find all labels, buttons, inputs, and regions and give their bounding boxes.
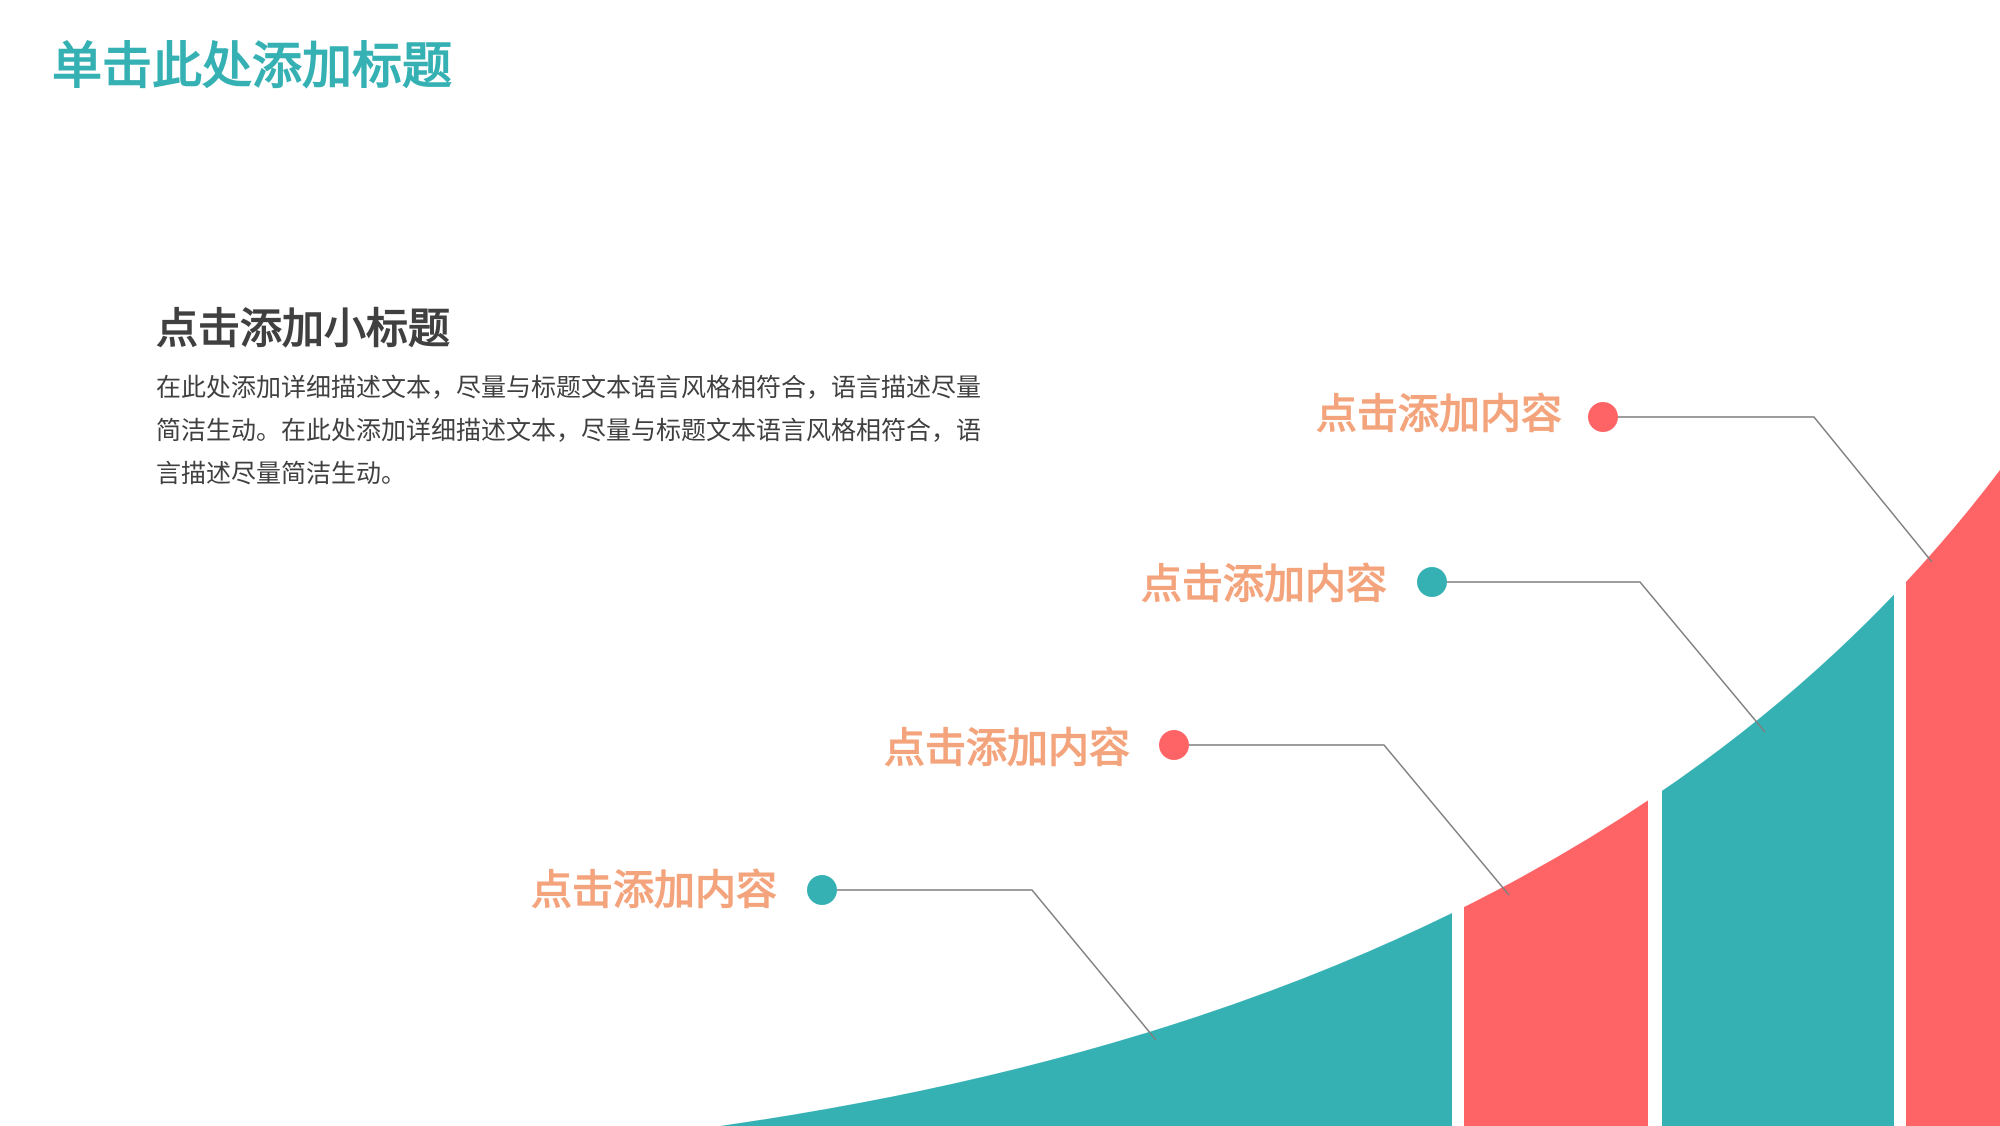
callout-4[interactable]: 点击添加内容 [1316, 390, 1618, 438]
callout-dot-2 [1159, 730, 1189, 760]
slide-title[interactable]: 单击此处添加标题 [52, 37, 452, 95]
connector-line-4 [1603, 416, 1933, 563]
callout-dot-3 [1417, 567, 1447, 597]
callout-3[interactable]: 点击添加内容 [1141, 560, 1447, 608]
subtitle[interactable]: 点击添加小标题 [156, 304, 451, 353]
growth-bar-3[interactable] [1662, 590, 1894, 1126]
callout-label-1[interactable]: 点击添加内容 [531, 866, 777, 914]
callout-label-2[interactable]: 点击添加内容 [884, 724, 1130, 772]
connector-line-1 [822, 889, 1157, 1041]
growth-bar-4[interactable] [1906, 440, 2000, 1126]
growth-bars [700, 440, 2000, 1126]
callout-label-3[interactable]: 点击添加内容 [1141, 560, 1387, 608]
connector-line-3 [1432, 581, 1766, 733]
callout-1[interactable]: 点击添加内容 [531, 866, 837, 914]
connector-lines [822, 416, 1933, 1041]
callout-dot-1 [807, 875, 837, 905]
connector-line-2 [1174, 744, 1510, 896]
growth-bar-1[interactable] [700, 900, 1452, 1126]
growth-bar-2[interactable] [1464, 780, 1648, 1126]
callout-2[interactable]: 点击添加内容 [884, 724, 1189, 772]
callout-dot-4 [1588, 402, 1618, 432]
callout-label-4[interactable]: 点击添加内容 [1316, 390, 1562, 438]
description-text[interactable]: 在此处添加详细描述文本，尽量与标题文本语言风格相符合，语言描述尽量简洁生动。在此… [156, 373, 982, 488]
